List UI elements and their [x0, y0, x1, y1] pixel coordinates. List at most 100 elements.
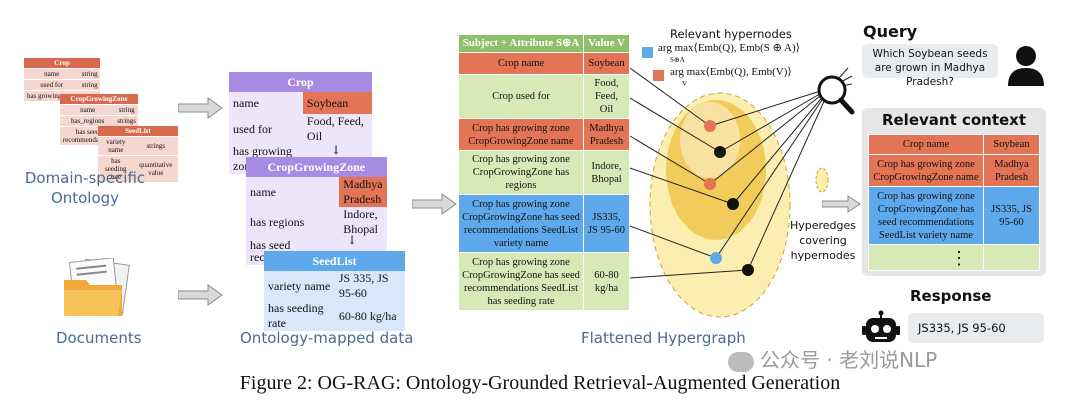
legend-blue-formula: arg max⟨Emb(Q), Emb(S ⊕ A)⟩ [658, 42, 800, 54]
query-text: Which Soybean seeds are grown in Madhya … [872, 48, 988, 88]
value-cell: Madhya Pradesh [339, 177, 387, 207]
flat-value: Indore, Bhopal [583, 150, 630, 195]
legend-orange-formula: arg max⟨Emb(Q), Emb(V)⟩ [670, 66, 792, 78]
robot-icon [862, 310, 900, 342]
mini-cell: has growing zone [24, 90, 80, 102]
label-line: Ontology [50, 189, 120, 207]
mini-zone-title: CropGrowingZone [60, 94, 138, 105]
mini-cell: string [79, 79, 100, 91]
mini-cell: string [79, 68, 100, 80]
hyperedge-small [815, 167, 829, 193]
value-cell: Soybean [302, 92, 372, 114]
query-bubble: Which Soybean seeds are grown in Madhya … [862, 44, 998, 88]
domain-ontology-label: Domain-specific Ontology [20, 168, 150, 208]
context-subject: Crop name [868, 134, 984, 155]
mini-cell: variety name [98, 136, 134, 156]
mini-cell: string [115, 104, 138, 116]
context-ellipsis: ⋮ [950, 248, 968, 269]
flattened-label: Flattened Hypergraph [581, 329, 746, 347]
flattened-table: Subject + Attribute S⊕A Value V Crop nam… [458, 34, 630, 311]
mini-cell: used for [24, 79, 80, 91]
flat-value: Madhya Pradesh [583, 118, 630, 151]
mini-cell: has_regions [60, 115, 116, 127]
attr-cell: has regions [246, 207, 340, 237]
figure-caption: Figure 2: OG-RAG: Ontology-Grounded Retr… [239, 372, 841, 394]
context-value [983, 244, 1040, 271]
response-bubble: JS335, JS 95-60 [908, 313, 1044, 343]
documents-label: Documents [56, 329, 142, 347]
flat-value: Soybean [583, 52, 630, 75]
watermark: 公众号 · 老刘说NLP [728, 344, 937, 373]
hypernode-black [742, 264, 754, 276]
value-cell: Food, Feed, Oil [302, 114, 372, 144]
legend-orange-swatch [653, 70, 664, 81]
legend-orange-sub: V [682, 80, 688, 88]
mapped-zone-title: CropGrowingZone [246, 157, 387, 177]
attr-cell: name [229, 92, 303, 114]
response-text: JS335, JS 95-60 [918, 321, 1006, 335]
label-line: Domain-specific [24, 169, 146, 187]
value-cell: Indore, Bhopal [339, 207, 387, 237]
label-line: hypernodes [790, 249, 856, 262]
attr-cell: name [246, 177, 340, 207]
context-title: Relevant context [881, 111, 1027, 129]
mini-cell: strings [115, 115, 138, 127]
flat-subject: Crop has growing zone CropGrowingZone na… [458, 118, 584, 151]
context-subject: Crop has growing zone CropGrowingZone na… [868, 154, 984, 187]
flat-subject: Crop has growing zone CropGrowingZone ha… [458, 150, 584, 195]
mini-cell: strings [133, 136, 178, 156]
arrow-right-icon [178, 97, 223, 119]
label-line: covering [799, 234, 847, 247]
context-subject [868, 244, 984, 271]
context-value: JS335, JS 95-60 [983, 186, 1040, 245]
legend-title: Relevant hypernodes [670, 27, 792, 41]
mini-cell: name [24, 68, 80, 80]
down-arrow-icon: ↓ [347, 233, 358, 247]
flat-subject: Crop name [458, 52, 584, 75]
legend-blue-swatch [642, 47, 653, 58]
documents-icon [64, 258, 130, 316]
attr-cell: used for [229, 114, 303, 144]
mini-cell: quantitative value [133, 155, 178, 183]
watermark-text: 公众号 · 老刘说NLP [760, 348, 938, 372]
down-arrow-icon: ↓ [331, 143, 342, 157]
attr-cell: has seeding rate [264, 301, 335, 331]
mini-seed-title: SeedList [98, 126, 178, 137]
mapped-crop-title: Crop [229, 72, 372, 92]
context-value: Madhya Pradesh [983, 154, 1040, 187]
hypernode-blue [710, 252, 722, 264]
response-title: Response [910, 287, 992, 305]
hypernode-orange [704, 178, 716, 190]
flat-subject: Crop used for [458, 74, 584, 119]
attr-cell: variety name [264, 271, 335, 301]
user-icon [1008, 46, 1044, 86]
mini-cell: has seeding rate [98, 155, 134, 183]
hypernode-orange [704, 120, 716, 132]
legend-blue-text: arg max⟨Emb(Q), Emb(S ⊕ A)⟩ S⊕A [658, 42, 800, 66]
hyperedges-label: Hyperedges covering hypernodes [783, 218, 863, 263]
wechat-icon [728, 351, 754, 372]
mini-cell: name [60, 104, 116, 116]
flat-header-subject: Subject + Attribute S⊕A [458, 34, 584, 53]
flat-subject: Crop has growing zone CropGrowingZone ha… [458, 252, 584, 311]
flat-value: 60-80 kg/ha [583, 252, 630, 311]
query-title: Query [863, 22, 918, 41]
value-cell: 60-80 kg/ha [334, 301, 405, 331]
legend-blue-sub: S⊕A [670, 56, 685, 64]
magnifier-icon [817, 75, 855, 115]
value-cell: JS 335, JS 95-60 [334, 271, 405, 301]
flat-subject: Crop has growing zone CropGrowingZone ha… [458, 194, 584, 253]
ontology-mapped-label: Ontology-mapped data [240, 329, 414, 347]
context-value: Soybean [983, 134, 1040, 155]
label-line: Hyperedges [789, 219, 857, 232]
hypernode-black [727, 198, 739, 210]
hypernode-black [714, 146, 726, 158]
arrow-right-icon [822, 195, 861, 213]
arrow-right-icon [412, 193, 457, 215]
hypergraph-diagram [629, 67, 855, 318]
mini-crop-title: Crop [24, 58, 100, 69]
